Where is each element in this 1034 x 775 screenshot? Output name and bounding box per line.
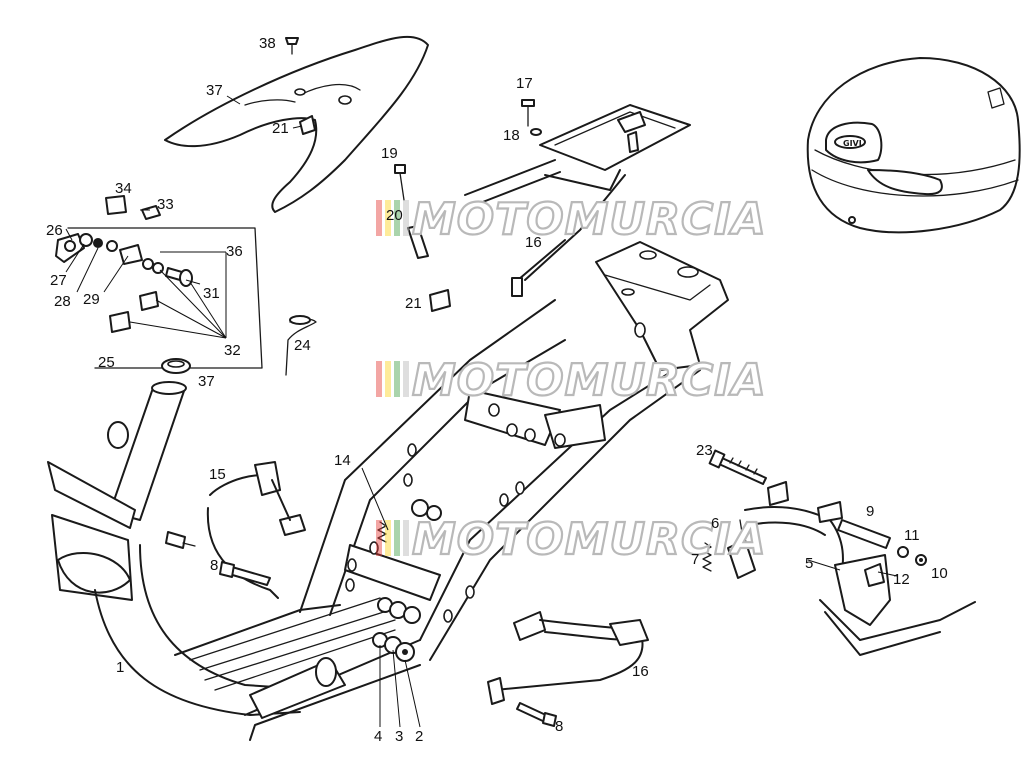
- callout-4: 4: [374, 728, 382, 745]
- small-parts-kit: [55, 195, 317, 376]
- callout-30: 32: [224, 342, 241, 359]
- callout-23: 24: [294, 337, 311, 354]
- callout-5: 5: [805, 555, 813, 572]
- callout-34: 37: [206, 82, 223, 99]
- leader-lines: [65, 95, 898, 728]
- callout-32: 34: [115, 180, 132, 197]
- callout-10: 10: [931, 565, 948, 582]
- callout-9: 9: [866, 503, 874, 520]
- watermark-top: MOTOMURCIA: [376, 193, 767, 246]
- callout-15: 16: [632, 663, 649, 680]
- callout-1: 1: [116, 659, 124, 676]
- callout-7: 7: [691, 551, 699, 568]
- callout-11: 11: [904, 527, 920, 544]
- frame-main: [47, 241, 729, 741]
- callout-29: 31: [203, 285, 220, 302]
- center-stand: [702, 449, 976, 656]
- watermark-middle: MOTOMURCIA: [376, 354, 767, 407]
- callout-12: 12: [893, 571, 910, 588]
- callout-33: 36: [226, 243, 243, 260]
- watermark-bottom: MOTOMURCIA: [376, 513, 767, 566]
- rear-handle-grab-rail: [164, 35, 429, 213]
- callout-13: 14: [334, 452, 351, 469]
- callout-8-top: 8: [210, 557, 218, 574]
- callout-14: 15: [209, 466, 226, 483]
- callout-2: 2: [415, 728, 423, 745]
- callout-21-top: 21: [272, 120, 289, 137]
- small-hardware: [165, 37, 557, 727]
- callouts: 38 37 21 17 18 19 20 16 21 34 33 26 36 2…: [46, 35, 948, 745]
- watermark-text-bottom: MOTOMURCIA: [412, 514, 767, 565]
- callout-3: 3: [395, 728, 403, 745]
- callout-37: 38: [259, 35, 276, 52]
- callout-18: 18: [503, 127, 520, 144]
- callout-27: 28: [54, 293, 71, 310]
- callout-19: 19: [381, 145, 398, 162]
- callout-36: 37: [198, 373, 215, 390]
- callout-20: 20: [386, 207, 403, 224]
- luggage-rack: [464, 104, 691, 297]
- callout-8-bottom: 8: [555, 718, 563, 735]
- callout-28: 29: [83, 291, 100, 308]
- watermark-text-top: MOTOMURCIA: [412, 194, 767, 245]
- callout-26: 27: [50, 272, 67, 289]
- box-logo: GIVI: [843, 139, 862, 148]
- callout-25: 26: [46, 222, 63, 239]
- callout-16: 16: [525, 234, 542, 251]
- passenger-footrest-bracket-left: [206, 461, 306, 599]
- top-case: GIVI: [806, 57, 1021, 234]
- passenger-footrest-bracket-right: [487, 611, 649, 705]
- callout-31: 33: [157, 196, 174, 213]
- callout-22: 23: [696, 442, 713, 459]
- callout-21-mid: 21: [405, 295, 422, 312]
- callout-6: 6: [711, 515, 719, 532]
- watermark-text-middle: MOTOMURCIA: [412, 355, 767, 406]
- callout-24: 25: [98, 354, 115, 371]
- callout-17: 17: [516, 75, 533, 92]
